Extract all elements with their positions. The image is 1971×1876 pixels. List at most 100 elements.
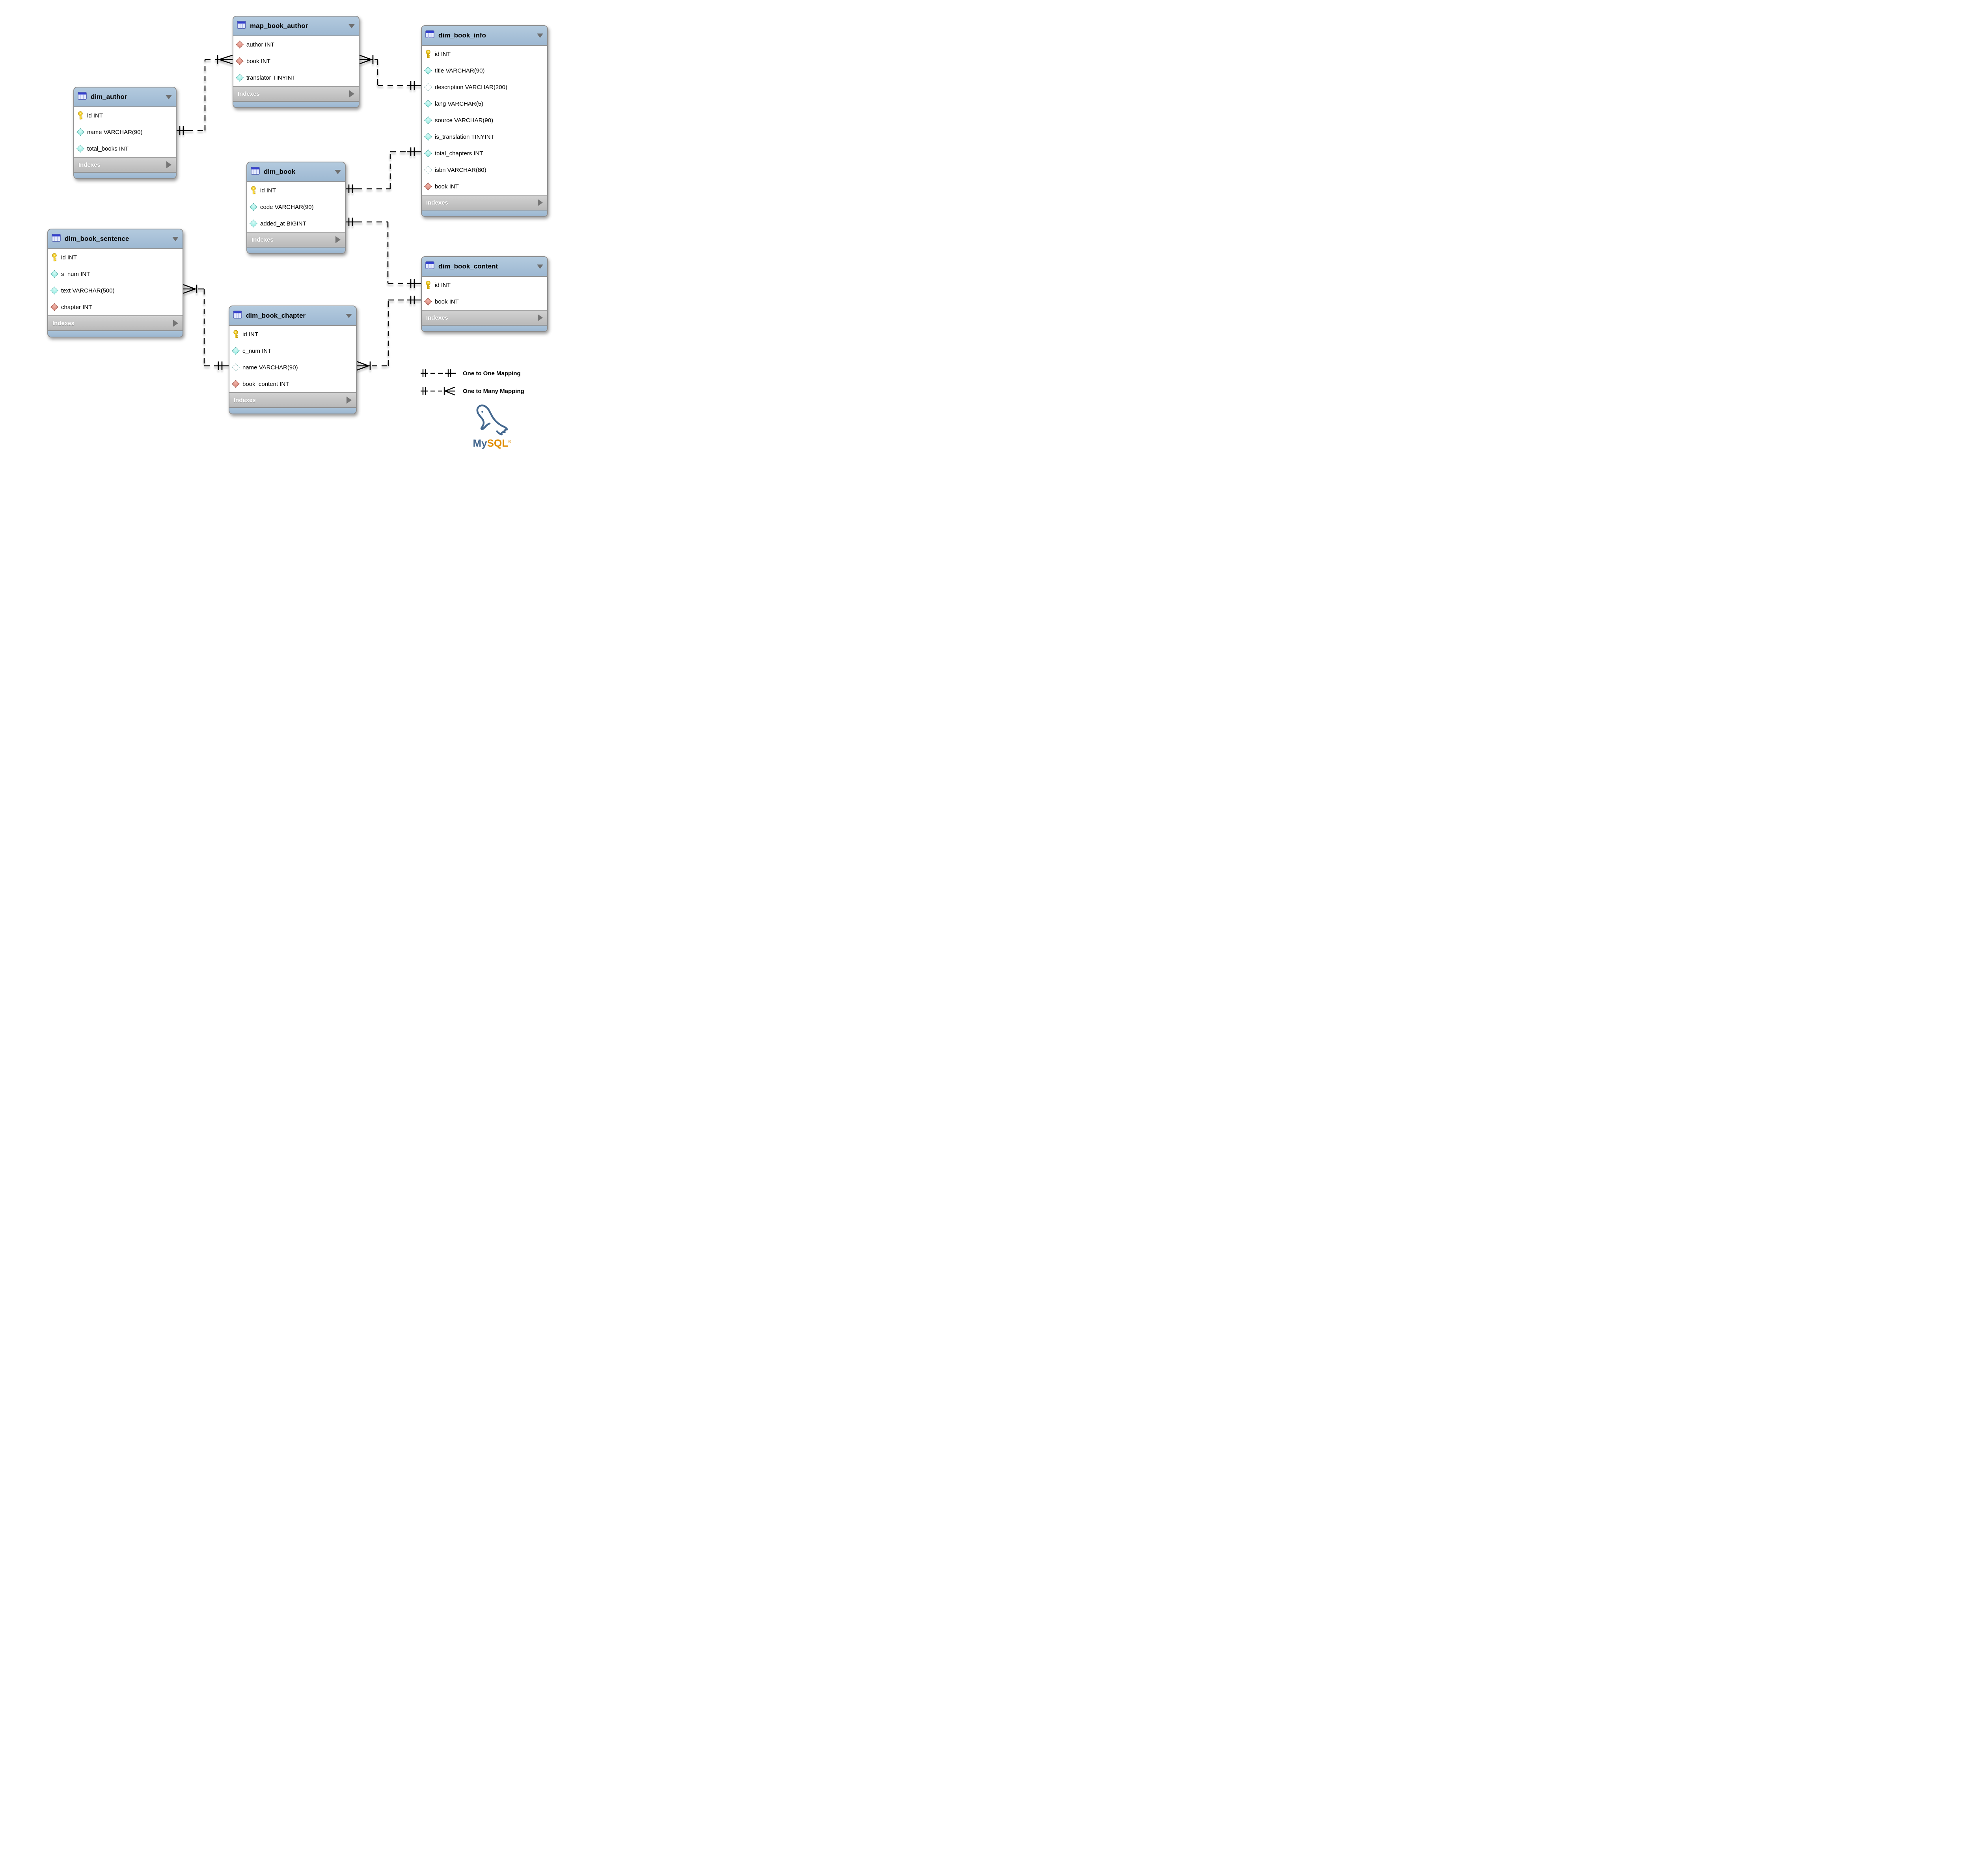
collapse-arrow-icon[interactable]: [166, 95, 172, 99]
field-row[interactable]: author INT: [233, 36, 359, 53]
indexes-label: Indexes: [52, 320, 75, 327]
field-row[interactable]: title VARCHAR(90): [422, 62, 547, 79]
table-header[interactable]: dim_book_content: [422, 257, 547, 277]
legend-label: One to One Mapping: [463, 370, 521, 377]
indexes-bar[interactable]: Indexes: [48, 315, 183, 330]
table-header[interactable]: dim_author: [74, 88, 176, 107]
connector-dim_book_chapter-dim_book_content[interactable]: [356, 296, 421, 371]
attribute-icon: [76, 145, 84, 153]
field-row[interactable]: added_at BIGINT: [247, 215, 345, 232]
table-header[interactable]: dim_book: [247, 162, 345, 182]
indexes-bar[interactable]: Indexes: [233, 86, 359, 101]
expand-arrow-icon[interactable]: [538, 314, 543, 321]
field-row[interactable]: text VARCHAR(500): [48, 282, 183, 299]
foreign-key-icon: [424, 183, 432, 190]
attribute-icon: [250, 220, 257, 227]
field-row[interactable]: s_num INT: [48, 266, 183, 282]
table-header[interactable]: dim_book_sentence: [48, 229, 183, 249]
table-footer: [422, 210, 547, 216]
field-row[interactable]: c_num INT: [229, 343, 356, 359]
field-row[interactable]: book INT: [422, 293, 547, 310]
collapse-arrow-icon[interactable]: [172, 237, 179, 241]
collapse-arrow-icon[interactable]: [537, 33, 543, 38]
primary-key-icon: [52, 253, 57, 262]
field-row[interactable]: code VARCHAR(90): [247, 199, 345, 215]
field-row[interactable]: chapter INT: [48, 299, 183, 315]
field-row[interactable]: id INT: [74, 107, 176, 124]
indexes-bar[interactable]: Indexes: [422, 310, 547, 325]
field-row[interactable]: id INT: [229, 326, 356, 343]
relationship-connectors: [177, 54, 421, 371]
table-grid-icon: [237, 21, 246, 31]
field-row[interactable]: id INT: [247, 182, 345, 199]
expand-arrow-icon[interactable]: [347, 397, 352, 404]
indexes-bar[interactable]: Indexes: [229, 392, 356, 407]
attribute-icon: [250, 203, 257, 211]
field-label: id INT: [260, 187, 276, 194]
field-label: added_at BIGINT: [260, 220, 306, 227]
foreign-key-icon: [236, 41, 244, 48]
field-row[interactable]: name VARCHAR(90): [74, 124, 176, 140]
table-header[interactable]: dim_book_chapter: [229, 306, 356, 326]
field-label: code VARCHAR(90): [260, 203, 314, 211]
field-row[interactable]: translator TINYINT: [233, 69, 359, 86]
field-row[interactable]: source VARCHAR(90): [422, 112, 547, 129]
field-row[interactable]: id INT: [48, 249, 183, 266]
primary-key-icon: [78, 111, 83, 120]
collapse-arrow-icon[interactable]: [537, 264, 543, 269]
indexes-bar[interactable]: Indexes: [74, 157, 176, 172]
connector-dim_book-dim_book_content[interactable]: [346, 218, 421, 288]
connector-dim_author-map_book_author[interactable]: [177, 54, 233, 135]
attribute-icon: [232, 347, 240, 355]
table-grid-icon: [425, 261, 435, 272]
table-header[interactable]: dim_book_info: [422, 26, 547, 46]
field-row[interactable]: lang VARCHAR(5): [422, 95, 547, 112]
field-label: book INT: [246, 58, 270, 65]
table-title: dim_author: [91, 93, 127, 101]
collapse-arrow-icon[interactable]: [348, 24, 355, 28]
field-label: book INT: [435, 298, 459, 305]
connector-map_book_author-dim_book_info[interactable]: [359, 54, 421, 90]
field-row[interactable]: name VARCHAR(90): [229, 359, 356, 376]
field-row[interactable]: book_content INT: [229, 376, 356, 392]
indexes-bar[interactable]: Indexes: [422, 195, 547, 210]
indexes-label: Indexes: [238, 90, 260, 97]
expand-arrow-icon[interactable]: [335, 236, 341, 243]
field-row[interactable]: book INT: [422, 178, 547, 195]
connector-dim_book_sentence-dim_book_chapter[interactable]: [183, 284, 229, 370]
field-row[interactable]: book INT: [233, 53, 359, 69]
indexes-label: Indexes: [426, 199, 448, 206]
field-row[interactable]: total_books INT: [74, 140, 176, 157]
field-row[interactable]: is_translation TINYINT: [422, 129, 547, 145]
collapse-arrow-icon[interactable]: [335, 170, 341, 174]
field-row[interactable]: id INT: [422, 46, 547, 62]
collapse-arrow-icon[interactable]: [346, 313, 352, 318]
expand-arrow-icon[interactable]: [538, 199, 543, 206]
primary-key-icon: [251, 186, 256, 195]
expand-arrow-icon[interactable]: [173, 320, 178, 327]
field-row[interactable]: total_chapters INT: [422, 145, 547, 162]
attribute-nullable-icon: [232, 363, 240, 371]
primary-key-icon: [426, 280, 430, 289]
field-row[interactable]: isbn VARCHAR(80): [422, 162, 547, 178]
table-header[interactable]: map_book_author: [233, 17, 359, 36]
expand-arrow-icon[interactable]: [349, 90, 354, 97]
expand-arrow-icon[interactable]: [166, 161, 171, 168]
primary-key-icon: [425, 280, 431, 290]
legend-item-one-to-many: One to Many Mapping: [420, 386, 524, 396]
indexes-bar[interactable]: Indexes: [247, 232, 345, 247]
field-row[interactable]: description VARCHAR(200): [422, 79, 547, 95]
field-label: total_chapters INT: [435, 150, 483, 157]
field-label: source VARCHAR(90): [435, 117, 494, 124]
connector-dim_book-dim_book_info[interactable]: [346, 147, 421, 193]
primary-key-icon: [251, 186, 256, 194]
field-row[interactable]: id INT: [422, 277, 547, 293]
